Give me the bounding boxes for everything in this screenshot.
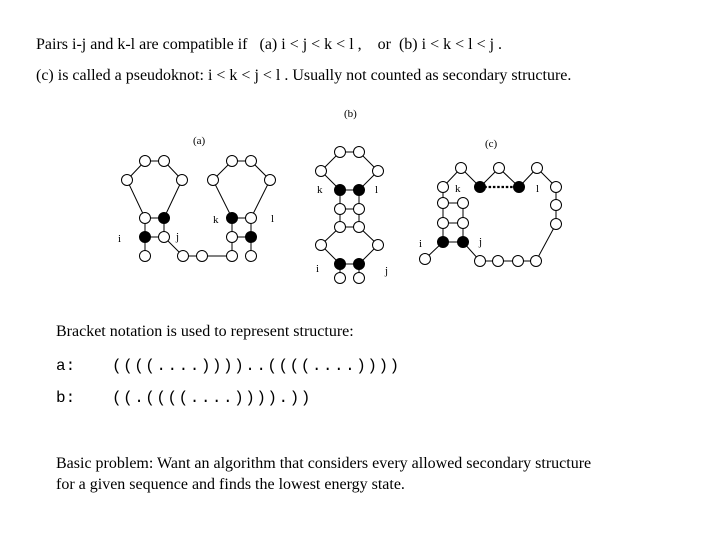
unpaired-nucleotide — [227, 232, 238, 243]
unpaired-nucleotide — [458, 198, 469, 209]
unpaired-nucleotide — [458, 218, 469, 229]
unpaired-nucleotide — [354, 273, 365, 284]
unpaired-nucleotide — [140, 213, 151, 224]
notation-a-label: a: — [56, 357, 75, 375]
label-a-k: k — [213, 214, 219, 226]
unpaired-nucleotide — [122, 175, 133, 186]
paired-nucleotide — [227, 213, 238, 224]
unpaired-nucleotide — [159, 156, 170, 167]
unpaired-nucleotide — [246, 156, 257, 167]
unpaired-nucleotide — [475, 256, 486, 267]
label-b: (b) — [344, 108, 357, 120]
unpaired-nucleotide — [551, 219, 562, 230]
paired-nucleotide — [354, 185, 365, 196]
unpaired-nucleotide — [335, 222, 346, 233]
label-c-l: l — [536, 183, 539, 195]
unpaired-nucleotide — [316, 166, 327, 177]
notation-b-value: ((.((((....)))).)) — [112, 389, 312, 407]
paired-nucleotide — [475, 182, 486, 193]
paired-nucleotide — [246, 232, 257, 243]
unpaired-nucleotide — [178, 251, 189, 262]
notation-a-value: ((((....))))..((((....)))) — [112, 357, 401, 375]
unpaired-nucleotide — [354, 204, 365, 215]
unpaired-nucleotide — [246, 251, 257, 262]
backbone-edge — [164, 180, 182, 218]
label-c-j: j — [478, 236, 482, 248]
unpaired-nucleotide — [227, 156, 238, 167]
unpaired-nucleotide — [551, 182, 562, 193]
problem-line-1: Basic problem: Want an algorithm that co… — [56, 455, 591, 473]
unpaired-nucleotide — [373, 240, 384, 251]
unpaired-nucleotide — [438, 198, 449, 209]
unpaired-nucleotide — [159, 232, 170, 243]
problem-line-2: for a given sequence and finds the lowes… — [56, 476, 405, 494]
paired-nucleotide — [458, 237, 469, 248]
label-c: (c) — [485, 138, 498, 150]
notation-b-label: b: — [56, 389, 75, 407]
unpaired-nucleotide — [531, 256, 542, 267]
label-b-i: i — [316, 263, 319, 275]
unpaired-nucleotide — [335, 273, 346, 284]
paired-nucleotide — [335, 259, 346, 270]
unpaired-nucleotide — [494, 163, 505, 174]
paired-nucleotide — [140, 232, 151, 243]
paired-nucleotide — [159, 213, 170, 224]
paired-nucleotide — [438, 237, 449, 248]
backbone-edge — [536, 224, 556, 261]
unpaired-nucleotide — [420, 254, 431, 265]
unpaired-nucleotide — [140, 156, 151, 167]
unpaired-nucleotide — [354, 222, 365, 233]
unpaired-nucleotide — [208, 175, 219, 186]
unpaired-nucleotide — [532, 163, 543, 174]
unpaired-nucleotide — [177, 175, 188, 186]
unpaired-nucleotide — [373, 166, 384, 177]
unpaired-nucleotide — [438, 218, 449, 229]
backbone-edge — [251, 180, 270, 218]
label-a-l: l — [271, 213, 274, 225]
label-a-i: i — [118, 233, 121, 245]
unpaired-nucleotide — [246, 213, 257, 224]
unpaired-nucleotide — [316, 240, 327, 251]
paired-nucleotide — [354, 259, 365, 270]
label-a: (a) — [193, 135, 206, 147]
label-b-k: k — [317, 184, 323, 196]
unpaired-nucleotide — [335, 147, 346, 158]
unpaired-nucleotide — [354, 147, 365, 158]
unpaired-nucleotide — [140, 251, 151, 262]
unpaired-nucleotide — [265, 175, 276, 186]
label-c-i: i — [419, 238, 422, 250]
paired-nucleotide — [514, 182, 525, 193]
unpaired-nucleotide — [551, 200, 562, 211]
label-a-j: j — [175, 231, 179, 243]
notation-heading: Bracket notation is used to represent st… — [56, 323, 354, 341]
backbone-edge — [213, 180, 232, 218]
label-c-k: k — [455, 183, 461, 195]
unpaired-nucleotide — [438, 182, 449, 193]
label-b-l: l — [375, 184, 378, 196]
label-b-j: j — [384, 265, 388, 277]
rna-structure-diagram: (b) (a) (c) i j k l k l i j k l i j — [0, 0, 720, 300]
nucleotide-nodes — [122, 147, 562, 284]
paired-nucleotide — [335, 185, 346, 196]
backbone-edge — [127, 180, 145, 218]
unpaired-nucleotide — [513, 256, 524, 267]
unpaired-nucleotide — [335, 204, 346, 215]
unpaired-nucleotide — [456, 163, 467, 174]
unpaired-nucleotide — [227, 251, 238, 262]
unpaired-nucleotide — [197, 251, 208, 262]
unpaired-nucleotide — [493, 256, 504, 267]
